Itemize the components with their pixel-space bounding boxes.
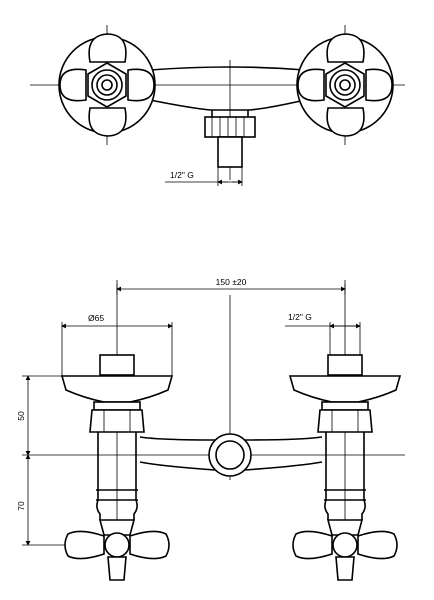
top-view: 1/2" G xyxy=(30,25,405,186)
centers-dimension xyxy=(116,284,346,295)
front-right-valve xyxy=(288,354,402,520)
top-right-handle xyxy=(296,33,394,137)
front-thread-label: 1/2" G xyxy=(288,312,312,322)
front-thread-dimension xyxy=(285,322,361,355)
diameter-dimension xyxy=(61,322,173,376)
top-outlet-pipe xyxy=(217,136,243,168)
top-thread-dimension xyxy=(165,167,243,186)
front-outlet-connector xyxy=(208,433,252,477)
height-lower-label: 70 xyxy=(16,501,26,511)
front-body xyxy=(139,436,323,471)
front-left-cross-handle xyxy=(64,519,170,581)
front-left-valve xyxy=(60,354,174,520)
height-upper-label: 50 xyxy=(16,411,26,421)
diameter-label: Ø65 xyxy=(88,313,104,323)
top-body-bar xyxy=(149,66,306,111)
top-thread-label: 1/2" G xyxy=(170,170,194,180)
centers-label: 150 ±20 xyxy=(216,277,247,287)
top-left-handle xyxy=(58,33,156,137)
front-right-cross-handle xyxy=(292,519,398,581)
front-view: 150 ±20 Ø65 1/2" G 50 70 xyxy=(16,277,405,581)
